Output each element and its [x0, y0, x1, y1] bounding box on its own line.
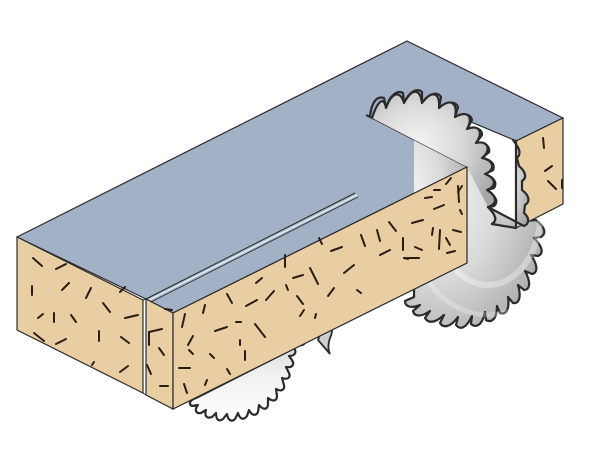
- wood-grain: [31, 137, 563, 394]
- wooden-block: [16, 40, 564, 410]
- block-front-face: [145, 298, 174, 410]
